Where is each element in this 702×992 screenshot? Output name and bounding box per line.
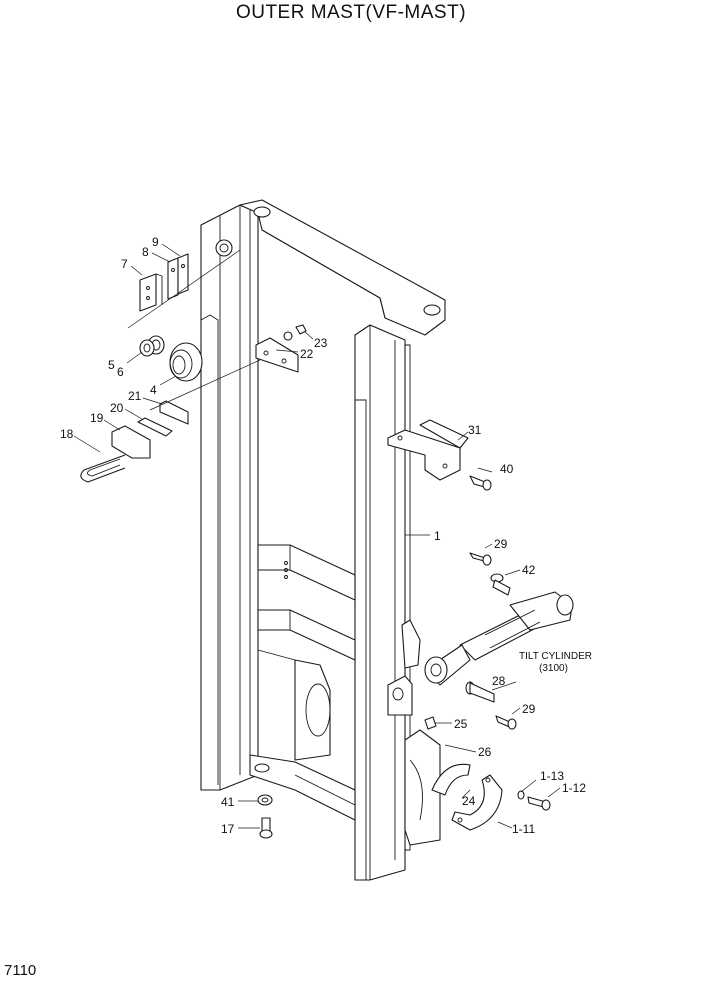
- outer-mast-frame: [200, 199, 446, 881]
- bolt-part-29-upper: [469, 552, 492, 566]
- callout-40: 40: [500, 462, 514, 476]
- pin-part-28: [465, 681, 495, 703]
- callout-25: 25: [454, 717, 468, 731]
- callout-29-upper: 29: [494, 537, 508, 551]
- trunnion-cap-part-1-11: [451, 774, 503, 831]
- grease-nipple-part-25: [424, 716, 437, 730]
- leader-lines: [73, 243, 561, 829]
- callout-21: 21: [128, 389, 142, 403]
- washer-part-41: [257, 794, 273, 806]
- callout-4: 4: [150, 383, 157, 397]
- bracket-part-31: [387, 419, 469, 481]
- tilt-cylinder-label: TILT CYLINDER: [519, 651, 592, 662]
- bolt-part-29-lower: [495, 715, 517, 730]
- callout-17: 17: [221, 822, 235, 836]
- nut-washer-part-22-23: [255, 324, 307, 373]
- callout-31: 31: [468, 423, 482, 437]
- plates-part-7-8-9: [139, 253, 189, 312]
- callout-18: 18: [60, 427, 74, 441]
- callout-26: 26: [478, 745, 492, 759]
- callout-1-13: 1-13: [540, 769, 564, 783]
- callout-8: 8: [142, 245, 149, 259]
- tilt-cylinder-ref: (3100): [539, 663, 568, 674]
- callout-29-lower: 29: [522, 702, 536, 716]
- pin-part-42: [490, 573, 511, 596]
- callout-23: 23: [314, 336, 328, 350]
- callout-9: 9: [152, 235, 159, 249]
- callout-19: 19: [90, 411, 104, 425]
- callout-28: 28: [492, 674, 506, 688]
- callout-1-11: 1-11: [512, 822, 535, 836]
- callout-5: 5: [108, 358, 115, 372]
- page-number: 7110: [4, 962, 37, 979]
- bolt-part-17: [259, 817, 273, 839]
- shim-washers-part-5-6: [139, 335, 165, 357]
- callout-1: 1: [434, 529, 441, 543]
- tilt-cylinder: [424, 591, 574, 686]
- callout-24: 24: [462, 794, 476, 808]
- washer-part-1-13: [517, 790, 525, 800]
- clamp-assembly-part-18-21: [80, 400, 189, 483]
- callout-41: 41: [221, 795, 235, 809]
- callout-22: 22: [300, 347, 314, 361]
- callout-42: 42: [522, 563, 536, 577]
- page-title: OUTER MAST(VF-MAST): [235, 2, 467, 23]
- callout-6: 6: [117, 365, 124, 379]
- bearing-part-4: [169, 342, 203, 382]
- callout-20: 20: [110, 401, 124, 415]
- callout-1-12: 1-12: [562, 781, 586, 795]
- bolt-part-1-12: [527, 796, 551, 811]
- callout-7: 7: [121, 257, 128, 271]
- trunnion-cap-part-24: [431, 763, 471, 796]
- bolt-part-40: [469, 475, 492, 491]
